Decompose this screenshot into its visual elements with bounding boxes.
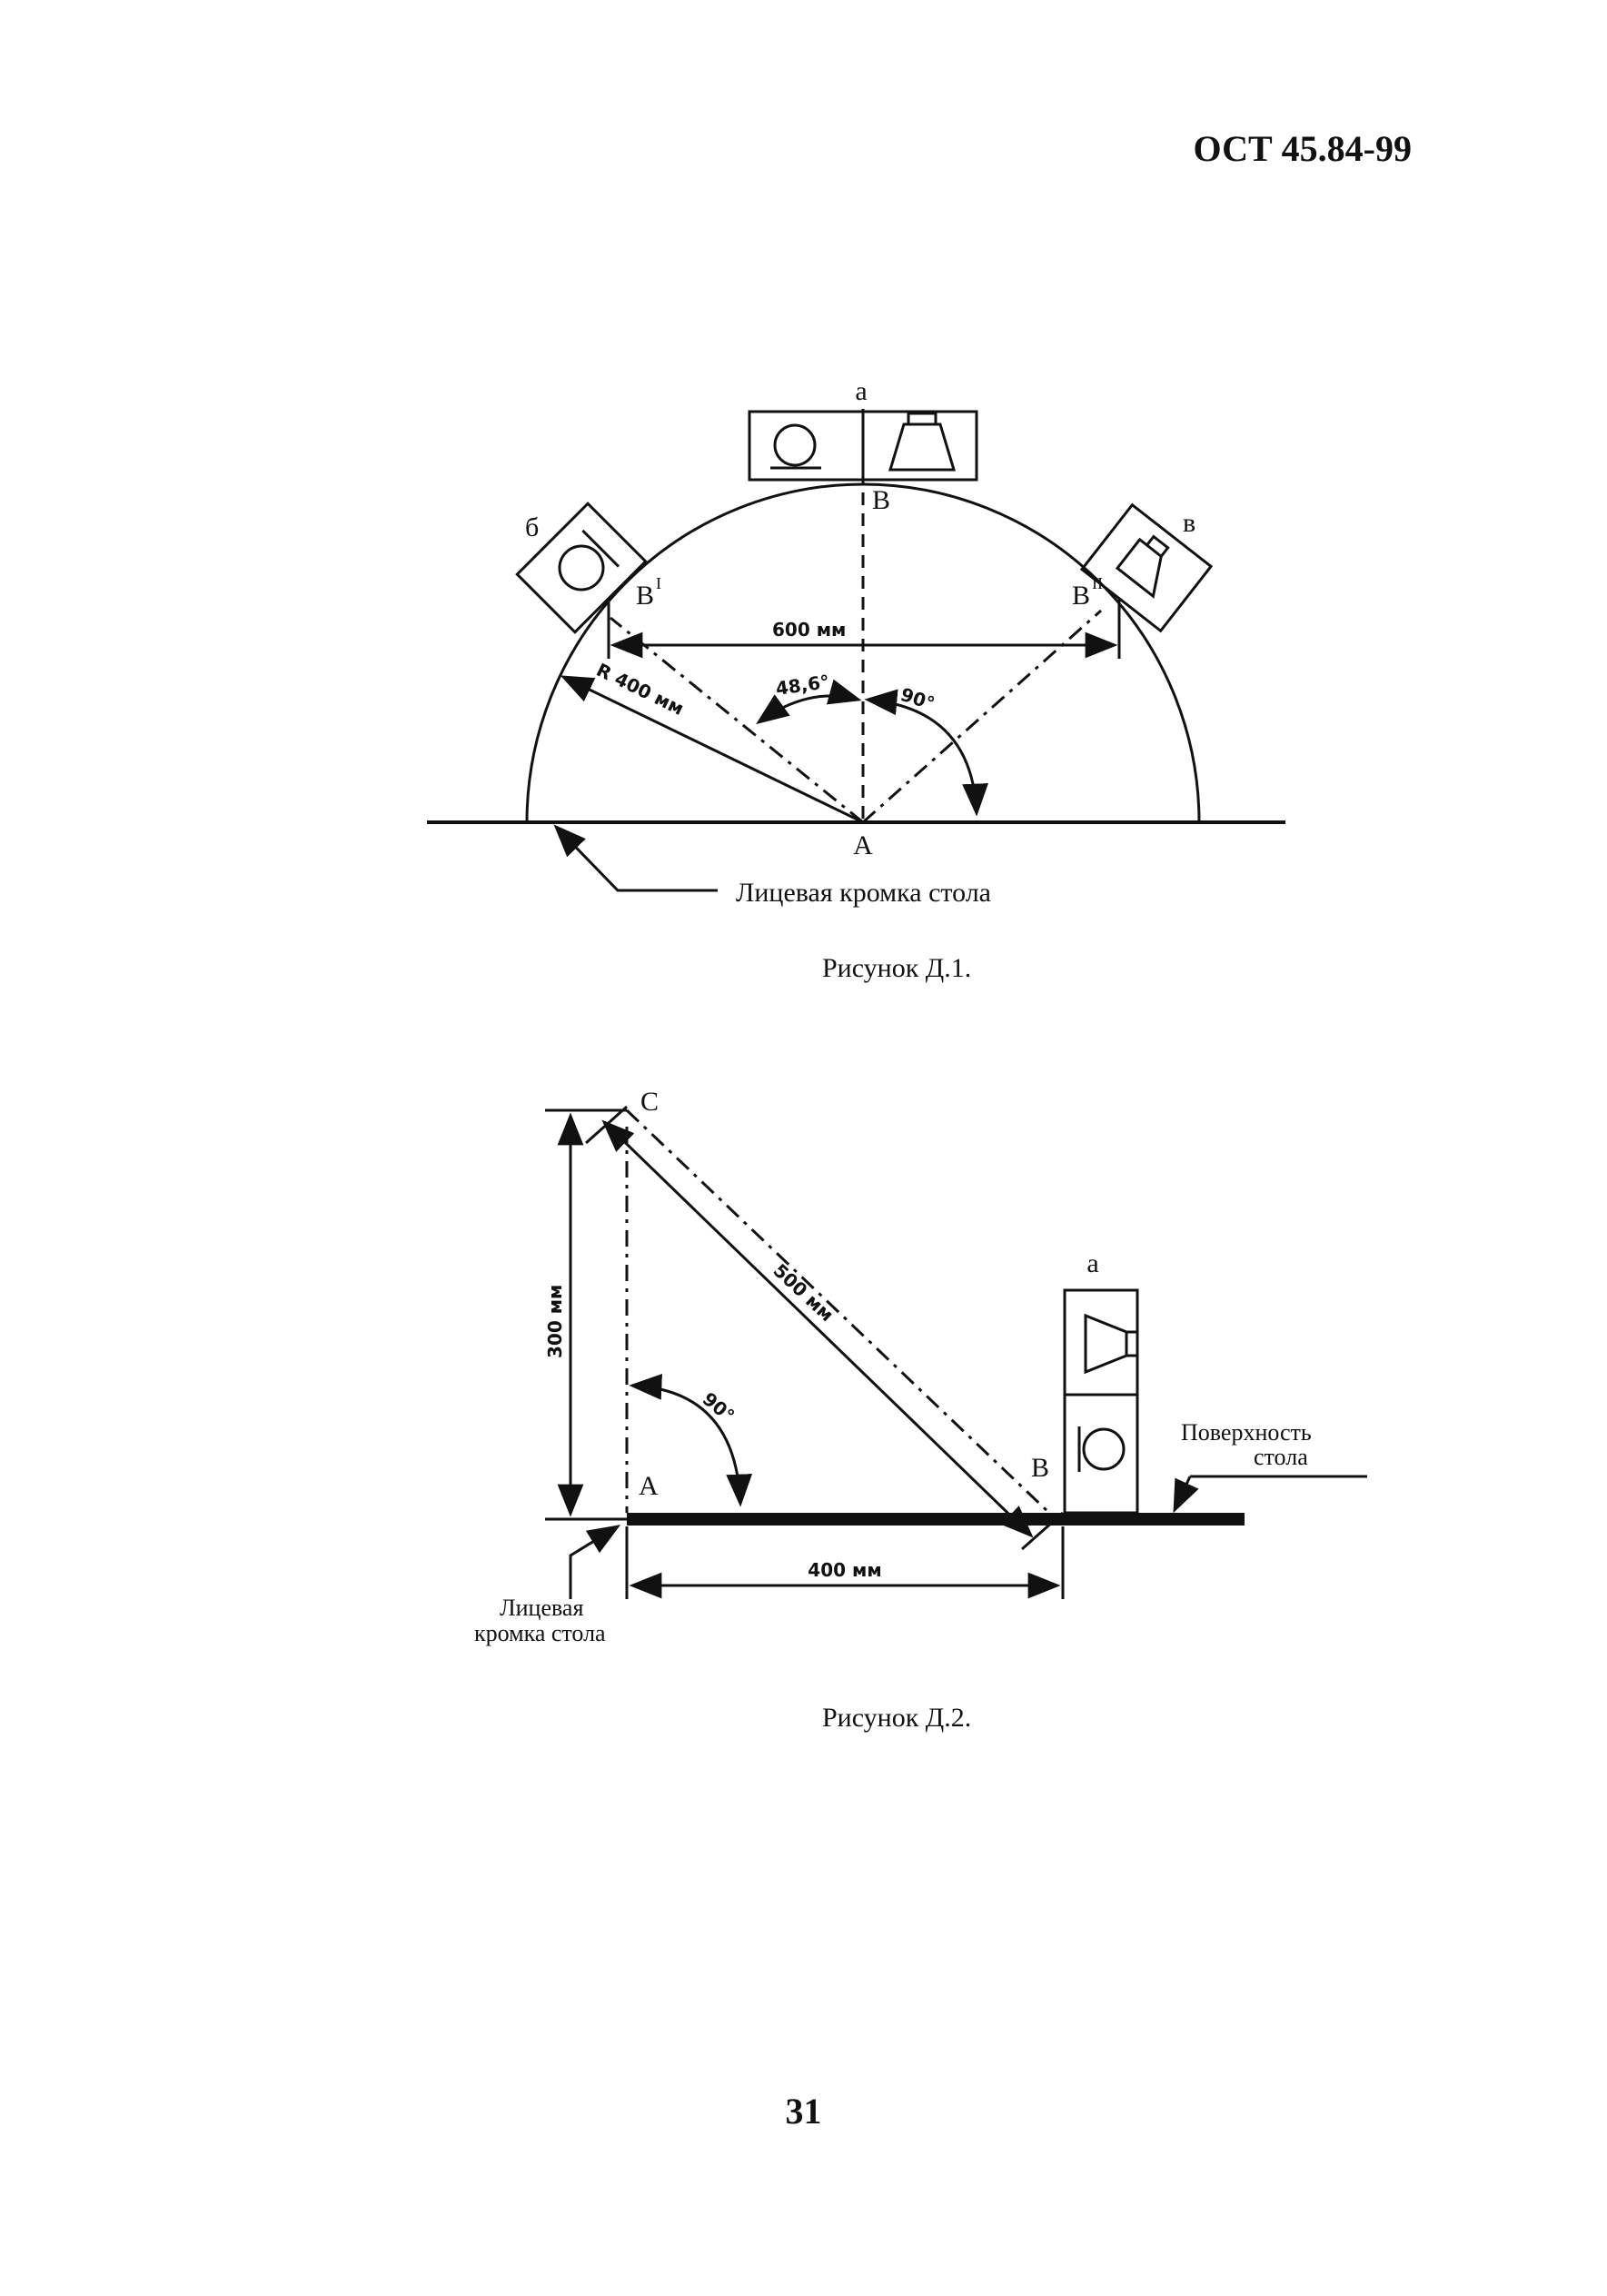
label-a-fig2: а (1086, 1248, 1098, 1278)
angle-90-arc (864, 689, 988, 817)
label-a: а (855, 376, 867, 406)
line-a-b1 (610, 616, 864, 824)
speaker-icon (1084, 1313, 1139, 1375)
diagonal-dashdot-line (625, 1108, 1051, 1515)
surface-label-1: Поверхность (1181, 1419, 1312, 1446)
point-a: А (853, 830, 873, 860)
radius-line (560, 675, 864, 824)
device-a-side (1063, 1288, 1139, 1515)
figure-1-labels: а б в В В I В II А 600 мм R 400 мм 48,6°… (525, 376, 1195, 983)
table-edge-label: Лицевая кромка стола (736, 878, 991, 908)
document-code: ОСТ 45.84-99 (1193, 128, 1413, 169)
dim-400-label: 400 мм (808, 1559, 881, 1581)
figure-2-labels: С А В а 300 мм 500 мм 400 мм 90° Поверхн… (474, 1087, 1312, 1733)
dim-600-label: 600 мм (772, 619, 846, 641)
device-a (748, 410, 978, 482)
point-b-top: В (872, 485, 890, 515)
figure-1-caption: Рисунок Д.1. (822, 953, 971, 983)
edge-leader-line (569, 1525, 621, 1599)
microphone-icon (1082, 1427, 1126, 1471)
label-b: б (525, 512, 539, 542)
figure-2 (545, 1105, 1367, 1599)
semicircle-arc (525, 482, 1201, 823)
dim-500-tick-top (585, 1105, 628, 1145)
figure-2-caption: Рисунок Д.2. (822, 1703, 971, 1733)
figure-1 (427, 409, 1285, 892)
page-number: 31 (785, 2091, 822, 2132)
edge-leader-line (553, 824, 718, 892)
microphone-icon (558, 544, 605, 591)
edge-label-1: Лицевая (500, 1595, 583, 1621)
line-a-b2 (862, 609, 1102, 824)
speaker-icon (1115, 534, 1170, 599)
angle-90-arc (629, 1374, 753, 1507)
microphone-icon (773, 423, 817, 467)
point-b2: В (1072, 581, 1090, 611)
point-b2-sup: II (1092, 574, 1103, 592)
device-v (1079, 502, 1214, 633)
point-c: С (640, 1087, 659, 1117)
dim-500-line (601, 1119, 1034, 1538)
device-b (515, 502, 648, 634)
point-b1: В (636, 581, 654, 611)
surface-label-2: стола (1254, 1444, 1308, 1470)
label-v: в (1183, 508, 1195, 538)
point-b1-sup: I (656, 574, 661, 592)
angle-90-label-fig2: 90° (699, 1387, 739, 1426)
angle-90-label: 90° (898, 683, 937, 715)
point-a2: А (639, 1471, 659, 1501)
edge-label-2: кромка стола (474, 1620, 606, 1646)
speaker-icon (888, 412, 957, 472)
dim-500-tick-bottom (1021, 1511, 1064, 1551)
surface-arrow (1173, 1476, 1199, 1514)
angle-48-arc (756, 679, 862, 725)
point-b-fig2: В (1031, 1453, 1049, 1483)
dim-300-label: 300 мм (544, 1285, 566, 1358)
